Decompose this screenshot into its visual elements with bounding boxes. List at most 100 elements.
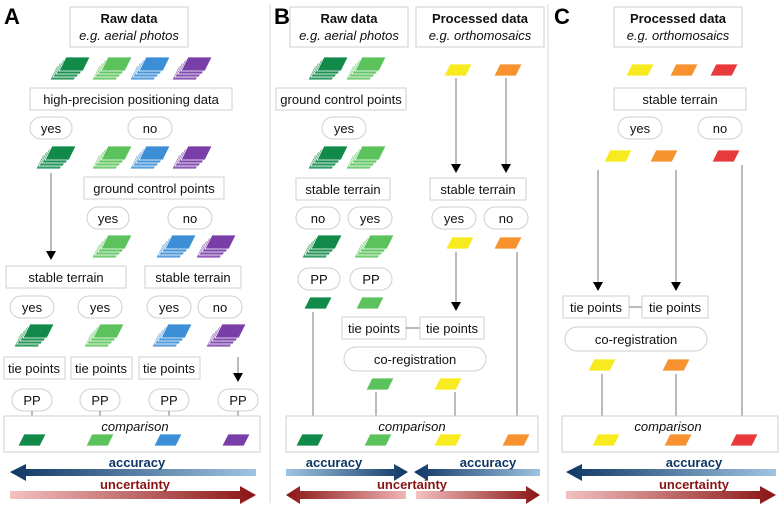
para-orange-c2 — [649, 149, 679, 163]
image-layer — [354, 145, 387, 161]
data-layer — [221, 433, 251, 447]
uncertainty-arrow-a — [10, 486, 256, 504]
para-orange-c3 — [661, 358, 691, 372]
stable-terrain-box-c — [613, 87, 747, 111]
stack-dark-green-4 — [13, 323, 55, 348]
image-layer — [100, 234, 133, 250]
para-light-green-a — [85, 433, 115, 447]
tie-points-box-2 — [70, 356, 133, 380]
para-light-green-b4 — [365, 377, 395, 391]
processed-data-subtitle-c: e.g. orthomosaics — [627, 28, 730, 43]
stable-terrain-label-b2: stable terrain — [440, 182, 515, 197]
uncertainty-label-c: uncertainty — [659, 477, 730, 492]
pp-label-3: PP — [160, 393, 177, 408]
raw-data-header-box — [69, 6, 189, 48]
terrain-no-label-c: no — [713, 121, 727, 136]
stack-dark-green-b2 — [307, 145, 349, 170]
hp-positioning-box — [29, 87, 233, 111]
data-layer — [591, 433, 621, 447]
image-layer — [316, 145, 349, 161]
data-layer — [625, 63, 655, 77]
uncertainty-arrow-c — [566, 486, 776, 504]
pp-label-b2: PP — [362, 272, 379, 287]
stable-terrain-box-2 — [144, 265, 242, 289]
comparison-label-c: comparison — [634, 419, 701, 434]
pp-label-1: PP — [23, 393, 40, 408]
para-yellow-bc — [433, 433, 463, 447]
para-purple-a — [221, 433, 251, 447]
gcp-label: ground control points — [93, 181, 215, 196]
terrain-yes-pill-3 — [146, 295, 192, 319]
stack-blue-4 — [151, 323, 193, 348]
stack-light-green-3 — [91, 234, 133, 259]
stable-terrain-box-b1 — [295, 177, 391, 201]
data-layer — [365, 377, 395, 391]
terrain-yes-pill-1 — [9, 295, 55, 319]
terrain-yes-pill-c — [617, 116, 663, 140]
para-yellow-c1 — [625, 63, 655, 77]
uncertainty-arrow-b-raw — [286, 486, 406, 504]
terrain-no-label-b1: no — [311, 211, 325, 226]
data-layer — [17, 433, 47, 447]
gcp-yes-pill-b — [321, 116, 367, 140]
coregistration-label-b: co-registration — [374, 352, 456, 367]
data-layer — [493, 236, 523, 250]
processed-data-header-box-b — [415, 6, 545, 48]
data-layer — [363, 433, 393, 447]
terrain-no-label-b2: no — [499, 211, 513, 226]
hp-yes-label: yes — [41, 121, 62, 136]
accuracy-arrow-c — [566, 464, 776, 481]
image-layer — [204, 234, 237, 250]
gcp-yes-pill — [86, 206, 130, 230]
stack-purple-4 — [205, 323, 247, 348]
para-blue-a — [153, 433, 183, 447]
comparison-box-b — [285, 415, 539, 453]
gcp-yes-label: yes — [98, 211, 119, 226]
stack-light-green-b — [345, 56, 387, 81]
panel-letter-c: C — [554, 4, 570, 29]
terrain-yes-label-3: yes — [159, 300, 180, 315]
data-layer — [303, 296, 333, 310]
para-light-green-bc — [363, 433, 393, 447]
hp-yes-pill — [29, 116, 73, 140]
panel-letter-a: A — [4, 4, 20, 29]
para-dark-green-a — [17, 433, 47, 447]
processed-data-subtitle-b: e.g. orthomosaics — [429, 28, 532, 43]
image-layer — [58, 56, 91, 72]
pp-label-b1: PP — [310, 272, 327, 287]
image-layer — [138, 145, 171, 161]
data-layer — [501, 433, 531, 447]
terrain-yes-label-c: yes — [630, 121, 651, 136]
accuracy-label-a: accuracy — [109, 455, 166, 470]
gcp-box-b — [275, 87, 407, 111]
terrain-yes-label-1: yes — [22, 300, 43, 315]
stack-purple — [171, 56, 213, 81]
para-red-cc — [729, 433, 759, 447]
terrain-yes-label-2: yes — [90, 300, 111, 315]
processed-data-title-c: Processed data — [630, 11, 727, 26]
stack-dark-green — [49, 56, 91, 81]
data-layer — [661, 358, 691, 372]
pp-pill-b2 — [349, 267, 393, 291]
stable-terrain-label-2: stable terrain — [155, 270, 230, 285]
terrain-no-pill-b2 — [483, 206, 529, 230]
tie-points-label-c1: tie points — [570, 300, 623, 315]
stable-terrain-label-b1: stable terrain — [305, 182, 380, 197]
image-layer — [44, 145, 77, 161]
stable-terrain-box-b2 — [429, 177, 527, 201]
stack-blue-2 — [129, 145, 171, 170]
tie-points-label-c2: tie points — [649, 300, 702, 315]
gcp-no-pill — [167, 206, 213, 230]
terrain-yes-pill-2 — [77, 295, 123, 319]
processed-data-title-b: Processed data — [432, 11, 529, 26]
accuracy-arrow-b-proc — [414, 464, 540, 481]
stack-light-green-b3 — [353, 234, 395, 259]
image-layer — [316, 56, 349, 72]
stack-dark-green-b3 — [301, 234, 343, 259]
accuracy-arrow-a — [10, 464, 256, 481]
raw-data-header-box-b — [289, 6, 409, 48]
image-layer — [310, 234, 343, 250]
para-yellow-b4 — [433, 377, 463, 391]
comparison-box-a — [3, 415, 261, 453]
